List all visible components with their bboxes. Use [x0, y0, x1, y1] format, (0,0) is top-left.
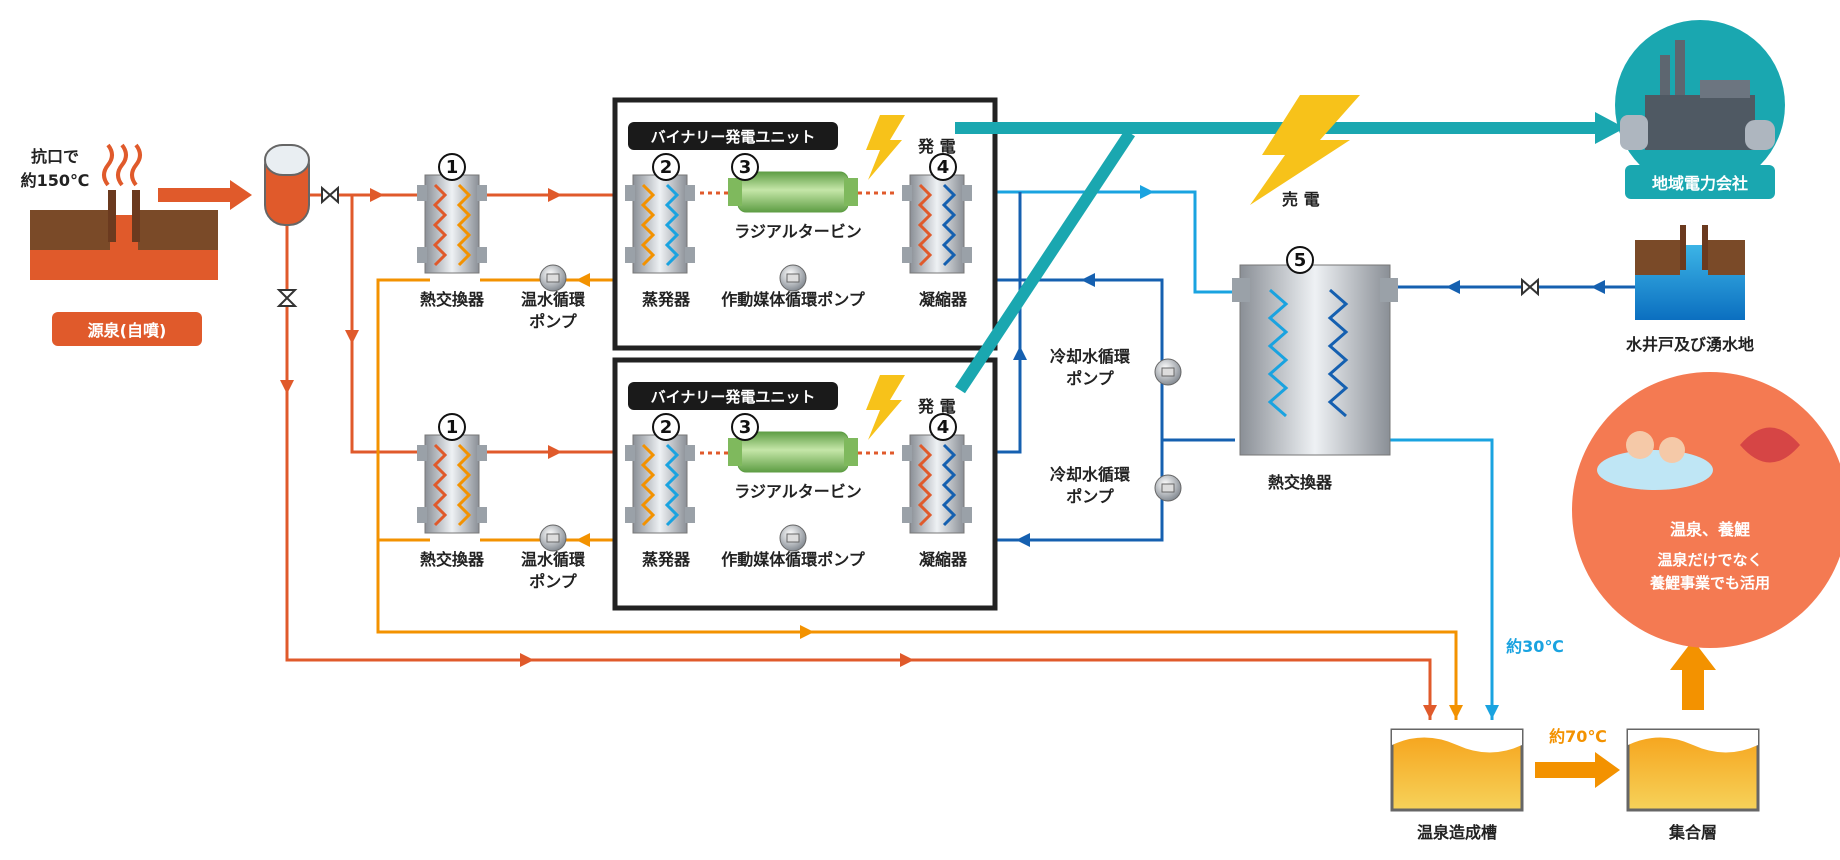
usage-desc-2: 養鯉事業でも活用 [1649, 574, 1770, 592]
evaporator-label: 蒸発器 [642, 290, 691, 309]
heat-exchanger-1 [417, 434, 487, 534]
bolt-icon [1250, 95, 1360, 205]
cooling-pump-label-2: ポンプ [1066, 487, 1115, 506]
hot-pump-label-2: ポンプ [529, 312, 578, 331]
bolt-icon [866, 375, 905, 440]
utility-name: 地域電力会社 [1652, 174, 1748, 193]
collector-label: 集合層 [1668, 823, 1717, 842]
evaporator-label: 蒸発器 [642, 550, 691, 569]
evaporator [625, 174, 695, 274]
unit-title: バイナリー発電ユニット [651, 388, 816, 406]
equipment-layer: 1熱交換器温水循環ポンプ2蒸発器3ラジアルタービン作動媒体循環ポンプ4凝縮器1熱… [417, 153, 1182, 591]
bolt-icon [866, 115, 905, 180]
sell-power-label: 売 電 [1282, 190, 1320, 209]
usage-circle: 温泉、養鯉 温泉だけでなく 養鯉事業でも活用 [1572, 372, 1840, 648]
tank-label: 温泉造成槽 [1416, 823, 1497, 842]
number-1: 1 [446, 157, 459, 178]
radial-turbine [728, 431, 858, 473]
cooling-pumps: 冷却水循環 ポンプ 冷却水循環 ポンプ [1050, 347, 1131, 506]
pump-icon [539, 524, 567, 552]
factory-icon [1620, 40, 1775, 150]
water-source-label: 水井戸及び湧水地 [1626, 335, 1754, 354]
generation-label: 発 電 [917, 397, 956, 416]
valve-icon [1521, 277, 1539, 297]
separator-tank [264, 144, 339, 307]
unit-title: バイナリー発電ユニット [651, 128, 816, 146]
steam-icon [102, 143, 142, 187]
turbine-label: ラジアルタービン [734, 482, 862, 501]
output-temp-label: 約70℃ [1549, 727, 1607, 746]
usage-desc-1: 温泉だけでなく [1657, 551, 1762, 569]
number-1: 1 [446, 417, 459, 438]
condenser-label: 凝縮器 [919, 290, 968, 309]
cooling-pump-label-1: 冷却水循環 [1050, 465, 1131, 484]
heat-exchanger-5-label: 熱交換器 [1268, 473, 1333, 492]
hot-pump-label-2: ポンプ [529, 572, 578, 591]
cooling-pump-label-1: 冷却水循環 [1050, 347, 1131, 366]
condenser [902, 434, 972, 534]
condenser-label: 凝縮器 [919, 550, 968, 569]
radial-turbine [728, 171, 858, 213]
output-flow-arrow [1535, 752, 1620, 788]
hot-spring-source: 源泉(自噴) 抗口で 約150℃ [21, 143, 218, 346]
source-flow-arrow [158, 180, 252, 210]
cooling-temp-label: 約30℃ [1506, 637, 1564, 656]
heat-exchanger-1 [417, 174, 487, 274]
cooling-pump-label-2: ポンプ [1066, 369, 1115, 388]
spring-tank: 温泉造成槽 [1390, 728, 1524, 842]
number-3: 3 [739, 417, 752, 438]
power-lines: 売 電 [954, 95, 1625, 394]
well-temp-label-2: 約150℃ [21, 171, 90, 190]
hot-pump-label-1: 温水循環 [520, 290, 586, 309]
usage-title: 温泉、養鯉 [1669, 520, 1750, 539]
bath-fish-icon [1597, 427, 1800, 490]
well-temp-label-1: 抗口で [31, 147, 79, 166]
heat-exchanger-label: 熱交換器 [420, 550, 485, 569]
number-4: 4 [937, 157, 950, 178]
pump-icon [779, 264, 807, 292]
pump-icon [1154, 474, 1182, 502]
up-arrow [1670, 640, 1716, 710]
number-2: 2 [660, 417, 673, 438]
number-2: 2 [660, 157, 673, 178]
turbine-label: ラジアルタービン [734, 222, 862, 241]
valve-icon [276, 289, 298, 307]
heat-exchanger-label: 熱交換器 [420, 290, 485, 309]
condenser [902, 174, 972, 274]
water-source: 水井戸及び湧水地 [1521, 225, 1754, 354]
pump-icon [1154, 358, 1182, 386]
pump-icon [779, 524, 807, 552]
utility-company: 地域電力会社 [1615, 20, 1785, 199]
number-5: 5 [1294, 250, 1307, 271]
hot-pump-label-1: 温水循環 [520, 550, 586, 569]
source-name: 源泉(自噴) [88, 321, 167, 340]
generation-label: 発 電 [917, 137, 956, 156]
working-pump-label: 作動媒体循環ポンプ [721, 550, 866, 569]
collector-tank: 集合層 [1626, 728, 1760, 842]
pump-icon [539, 264, 567, 292]
evaporator [625, 434, 695, 534]
heat-exchanger-5: 5 熱交換器 [1232, 246, 1398, 492]
working-pump-label: 作動媒体循環ポンプ [721, 290, 866, 309]
number-3: 3 [739, 157, 752, 178]
number-4: 4 [937, 417, 950, 438]
valve-icon [321, 185, 339, 205]
